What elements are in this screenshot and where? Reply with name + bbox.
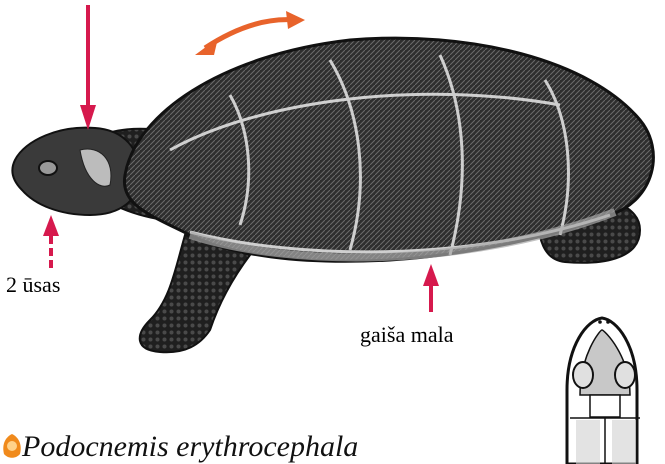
turtle-badge-icon <box>0 432 24 460</box>
shell-double-arrow <box>195 11 305 55</box>
whisker-arrow <box>43 215 59 268</box>
head <box>12 128 140 215</box>
species-name: Podocnemis erythrocephala <box>22 430 358 464</box>
light-edge-label: gaiša mala <box>360 322 453 348</box>
whiskers-label: 2 ūsas <box>6 272 60 298</box>
turtle-head-topview-icon <box>567 318 640 464</box>
head-arrow <box>80 5 96 130</box>
eye <box>39 161 57 175</box>
front-leg <box>140 235 250 352</box>
edge-arrow <box>423 264 439 312</box>
